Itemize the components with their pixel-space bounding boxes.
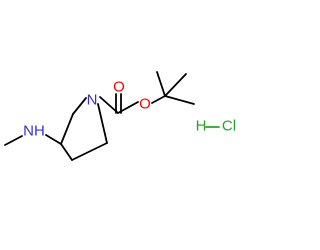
atom-label-chlorine: Cl	[222, 118, 236, 135]
bond-methyl-nh	[4, 135, 23, 146]
bond-n-carbonyl-c	[99, 96, 119, 114]
bond-o-ester-tert-c	[151, 95, 166, 104]
atom-label-carbonyl-oxygen: O	[113, 79, 125, 96]
atom-label-hydrogen: H	[196, 118, 207, 135]
bond-lines	[4, 71, 220, 161]
bond-ring-n1-c5	[97, 103, 108, 144]
atom-label-ester-oxygen: O	[139, 96, 151, 113]
atom-labels: NH N O O H Cl	[23, 79, 236, 140]
bond-ring-c5-c2	[71, 142, 108, 161]
atom-label-ring-nitrogen: N	[87, 92, 98, 109]
atom-label-nh: NH	[23, 123, 45, 140]
bond-ring-c3-c4	[60, 113, 74, 145]
bond-ring-c2-c3	[60, 143, 73, 161]
bond-tert-c-methyl-right-down	[164, 95, 195, 105]
bond-ring-c4-n1	[72, 97, 87, 115]
bond-tert-c-methyl-up	[156, 71, 166, 97]
bond-tert-c-methyl-right-up	[164, 73, 187, 97]
bond-nh-ring-c3	[45, 134, 62, 145]
chemical-structure-diagram: NH N O O H Cl	[4, 71, 236, 161]
bond-carbonyl-c-o-ester	[117, 101, 139, 114]
